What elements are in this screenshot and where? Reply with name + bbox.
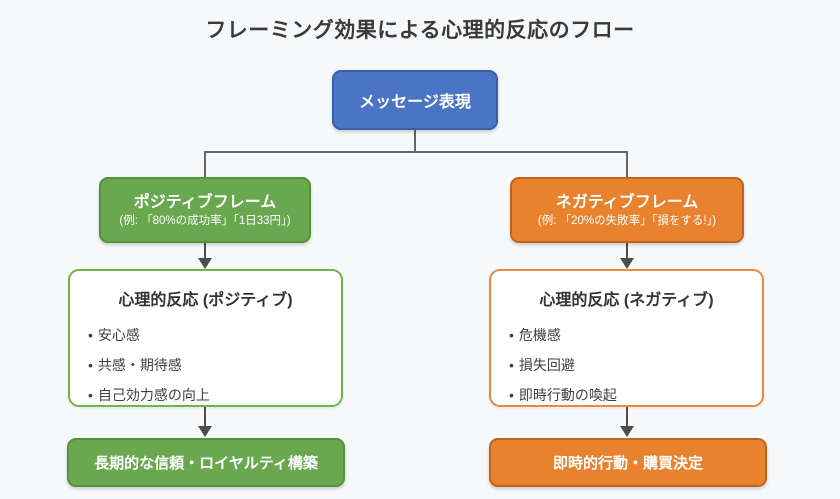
diagram-title: フレーミング効果による心理的反応のフロー: [205, 19, 635, 42]
reaction-item: 損失回避: [509, 357, 744, 374]
node-positive-outcome: 長期的な信頼・ロイヤルティ構築: [67, 438, 345, 487]
node-positive-outcome-label: 長期的な信頼・ロイヤルティ構築: [94, 455, 318, 472]
reaction-item: 安心感: [88, 327, 323, 344]
arrow-negative-reaction-to-outcome: [620, 407, 634, 437]
node-negative-outcome-label: 即時的行動・購買決定: [552, 455, 703, 472]
node-negative-frame-subtitle: (例: 「20%の失敗率」「損をする!」): [537, 214, 717, 227]
node-positive-reaction-title: 心理的反応 (ポジティブ): [118, 292, 293, 309]
reaction-item: 自己効力感の向上: [88, 387, 323, 404]
node-positive-frame: ポジティブフレーム (例: 「80%の成功率」「1日33円」): [99, 177, 311, 243]
reaction-item: 危機感: [509, 327, 744, 344]
node-positive-frame-title: ポジティブフレーム: [133, 193, 277, 211]
node-negative-frame: ネガティブフレーム (例: 「20%の失敗率」「損をする!」): [510, 177, 744, 243]
reaction-item: 共感・期待感: [88, 357, 323, 374]
arrow-negative-frame-to-reaction: [620, 243, 634, 269]
node-message-expression: メッセージ表現: [332, 70, 498, 130]
arrow-positive-reaction-to-outcome: [198, 407, 212, 437]
arrow-positive-frame-to-reaction: [198, 243, 212, 269]
node-negative-frame-title: ネガティブフレーム: [555, 193, 699, 211]
tree-connector-line: [204, 130, 628, 177]
node-negative-reaction: 心理的反応 (ネガティブ) 危機感 損失回避 即時行動の喚起: [489, 269, 764, 407]
node-positive-frame-subtitle: (例: 「80%の成功率」「1日33円」): [119, 214, 291, 227]
node-negative-reaction-title: 心理的反応 (ネガティブ): [539, 292, 714, 309]
node-message-expression-label: メッセージ表現: [359, 94, 471, 111]
node-positive-reaction: 心理的反応 (ポジティブ) 安心感 共感・期待感 自己効力感の向上: [68, 269, 343, 407]
node-negative-outcome: 即時的行動・購買決定: [489, 438, 767, 487]
reaction-item: 即時行動の喚起: [509, 387, 744, 404]
